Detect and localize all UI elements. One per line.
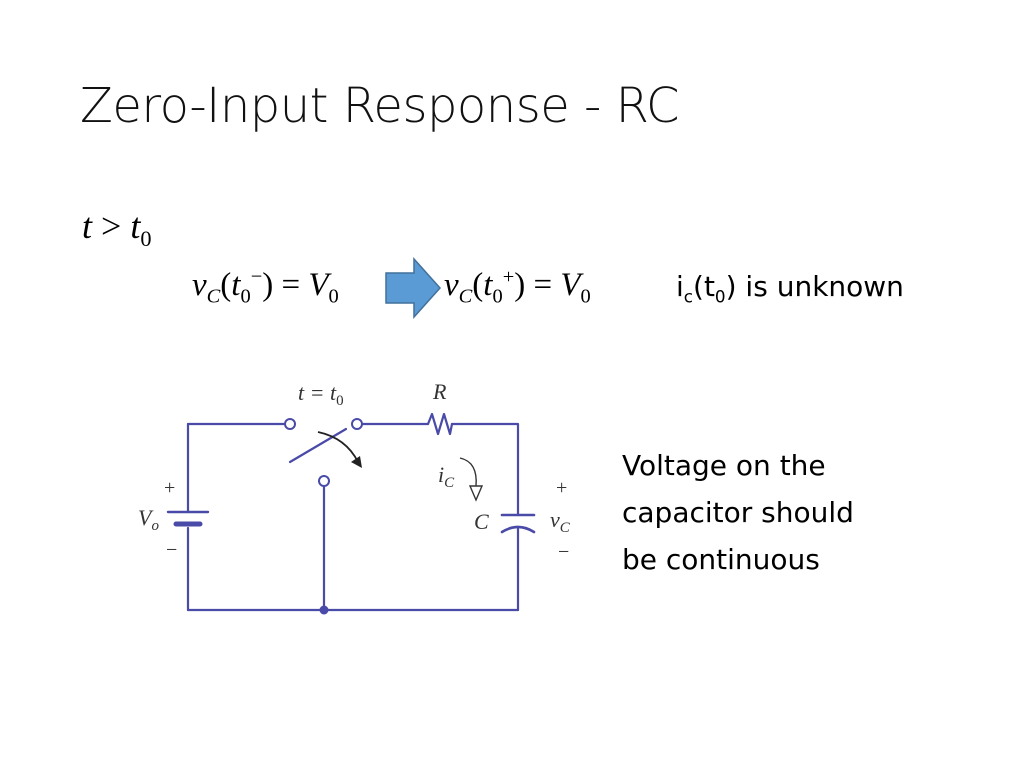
equation-before-switch: vC(t0−) = V0 <box>192 266 339 308</box>
continuity-note: Voltage on the capacitor should be conti… <box>622 442 854 583</box>
switch-icon <box>288 427 348 464</box>
switch-label: t = t0 <box>298 380 344 409</box>
capacitor-label: C <box>474 509 489 534</box>
wire-top-right <box>450 422 520 612</box>
rc-circuit-diagram: t = t0 R iC C Vo + − + vC − <box>138 379 571 615</box>
resistor-icon <box>426 412 454 436</box>
slide-title: Zero-Input Response - RC <box>80 78 680 134</box>
cap-plus: + <box>556 477 567 499</box>
time-condition: t > t0 <box>82 206 152 252</box>
switch-contact-bottom <box>318 475 330 487</box>
note-line-1: Voltage on the <box>622 449 826 482</box>
current-label: iC <box>438 462 455 491</box>
source-plus: + <box>164 477 175 499</box>
note-line-2: capacitor should <box>622 496 854 529</box>
cap-voltage-label: vC <box>550 507 571 536</box>
resistor-label: R <box>432 379 447 404</box>
junction-dot <box>319 605 329 615</box>
equation-after-switch: vC(t0+) = V0 <box>444 266 591 308</box>
switch-contact-left <box>284 418 296 430</box>
source-label: Vo <box>138 505 159 534</box>
switch-contact-right <box>351 418 363 430</box>
current-unknown-note: ic(t0) is unknown <box>676 270 904 307</box>
cap-minus: − <box>558 541 569 563</box>
note-line-3: be continuous <box>622 543 820 576</box>
block-arrow-right-icon <box>385 257 442 319</box>
source-minus: − <box>166 539 177 561</box>
